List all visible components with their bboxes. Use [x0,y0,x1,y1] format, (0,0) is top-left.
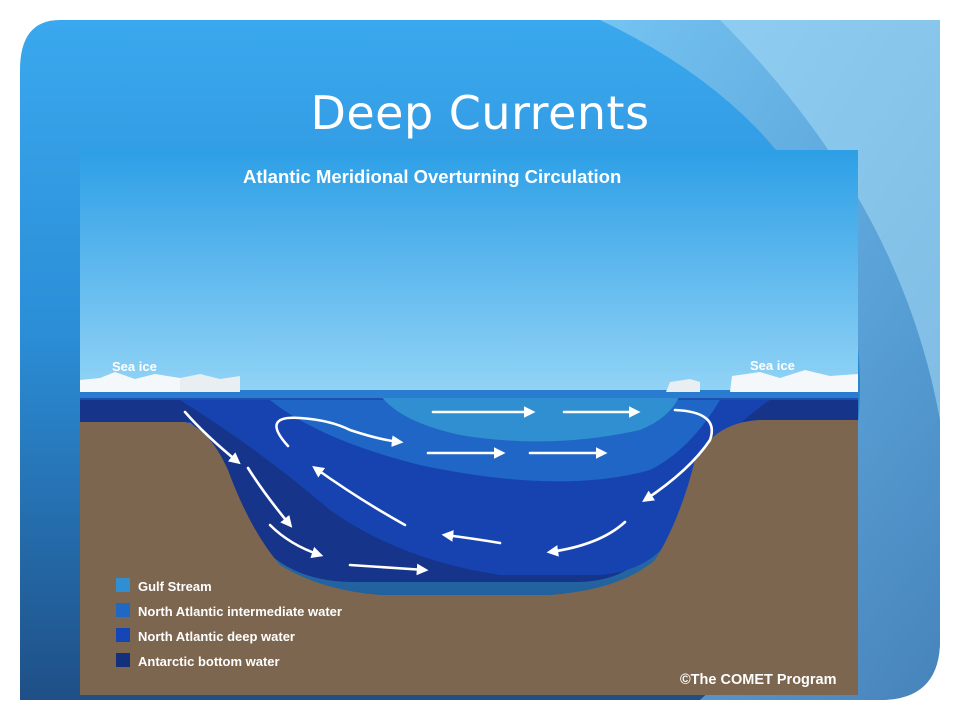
arrow-sink-left-2 [275,416,404,448]
arrow-return-mid [441,530,502,545]
sky [80,150,858,395]
sea-ice-right-label: Sea ice [750,358,795,373]
arrow-bottom-left-2 [348,563,429,576]
arrow-return-upper [312,465,407,527]
legend-swatch-deep [116,628,130,642]
slide-title: Deep Currents [310,86,650,140]
sea-ice-left [80,372,240,392]
arrow-sink-left-1 [183,410,241,465]
arrow-return-right [546,520,627,557]
legend-label-gulf-stream: Gulf Stream [138,579,212,594]
sea-ice-right [666,370,858,392]
arrow-sink-right [642,408,714,502]
gulf-stream [380,395,680,442]
arrow-bottom-left-1 [268,523,324,558]
circulation-arrows [183,406,714,576]
legend-label-deep: North Atlantic deep water [138,629,295,644]
legend-label-intermediate: North Atlantic intermediate water [138,604,342,619]
diagram-title: Atlantic Meridional Overturning Circulat… [243,166,621,187]
legend-swatch-intermediate [116,603,130,617]
credit-text: ©The COMET Program [680,672,837,688]
legend: Gulf Stream North Atlantic intermediate … [116,578,342,669]
legend-label-antarctic: Antarctic bottom water [138,654,280,669]
sea-ice-left-label: Sea ice [112,359,157,374]
legend-swatch-antarctic [116,653,130,667]
arrow-deep-left [246,466,293,528]
legend-swatch-gulf-stream [116,578,130,592]
amoc-diagram: Sea ice Sea ice Atlantic Meridional Over… [80,150,858,695]
sea-surface [80,390,858,398]
seafloor [80,420,858,695]
